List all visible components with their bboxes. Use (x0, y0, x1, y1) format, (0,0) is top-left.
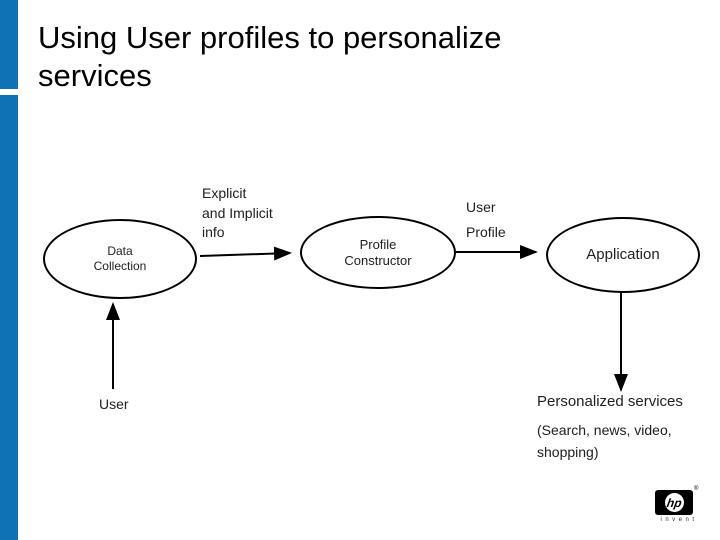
node-application: Application (546, 217, 700, 293)
hp-logo-box: hp (655, 490, 693, 515)
label-explicit-line2: and Implicit (202, 204, 273, 221)
accent-bar-top (0, 0, 18, 89)
label-user-profile-line1: User (466, 199, 496, 215)
node-data-collection: Data Collection (43, 219, 197, 299)
node-profile-constructor-label-line2: Constructor (344, 252, 412, 268)
label-user-profile-line2: Profile (466, 224, 506, 240)
node-application-label: Application (586, 246, 660, 263)
hp-logo-circle: hp (664, 493, 684, 512)
label-explicit-line3: info (202, 224, 225, 240)
node-profile-constructor: Profile Constructor (300, 216, 456, 289)
label-service-examples: (Search, news, video, shopping) (537, 419, 672, 463)
node-profile-constructor-label-line1: Profile (359, 236, 397, 252)
label-user: User (99, 396, 129, 412)
hp-logo-tagline: invent (660, 517, 698, 523)
label-service-examples-line1: (Search, news, video, (537, 422, 672, 438)
arrow-data-to-constructor (199, 246, 292, 261)
node-data-collection-label-line1: Data (107, 244, 133, 258)
label-service-examples-line2: shopping) (537, 444, 599, 460)
registered-trademark-icon: ® (694, 486, 699, 492)
hp-logo-text: hp (665, 495, 683, 510)
accent-bar-bottom (0, 95, 18, 540)
hp-logo: hp ® invent (655, 486, 699, 523)
label-explicit-implicit-info: Explicit and Implicit info (202, 184, 273, 243)
slide-title: Using User profiles to personalize servi… (38, 20, 502, 93)
node-data-collection-label-line2: Collection (93, 259, 147, 273)
label-user-profile: User Profile (466, 195, 506, 245)
label-explicit-line1: Explicit (202, 185, 247, 201)
label-personalized-services: Personalized services (537, 393, 683, 410)
